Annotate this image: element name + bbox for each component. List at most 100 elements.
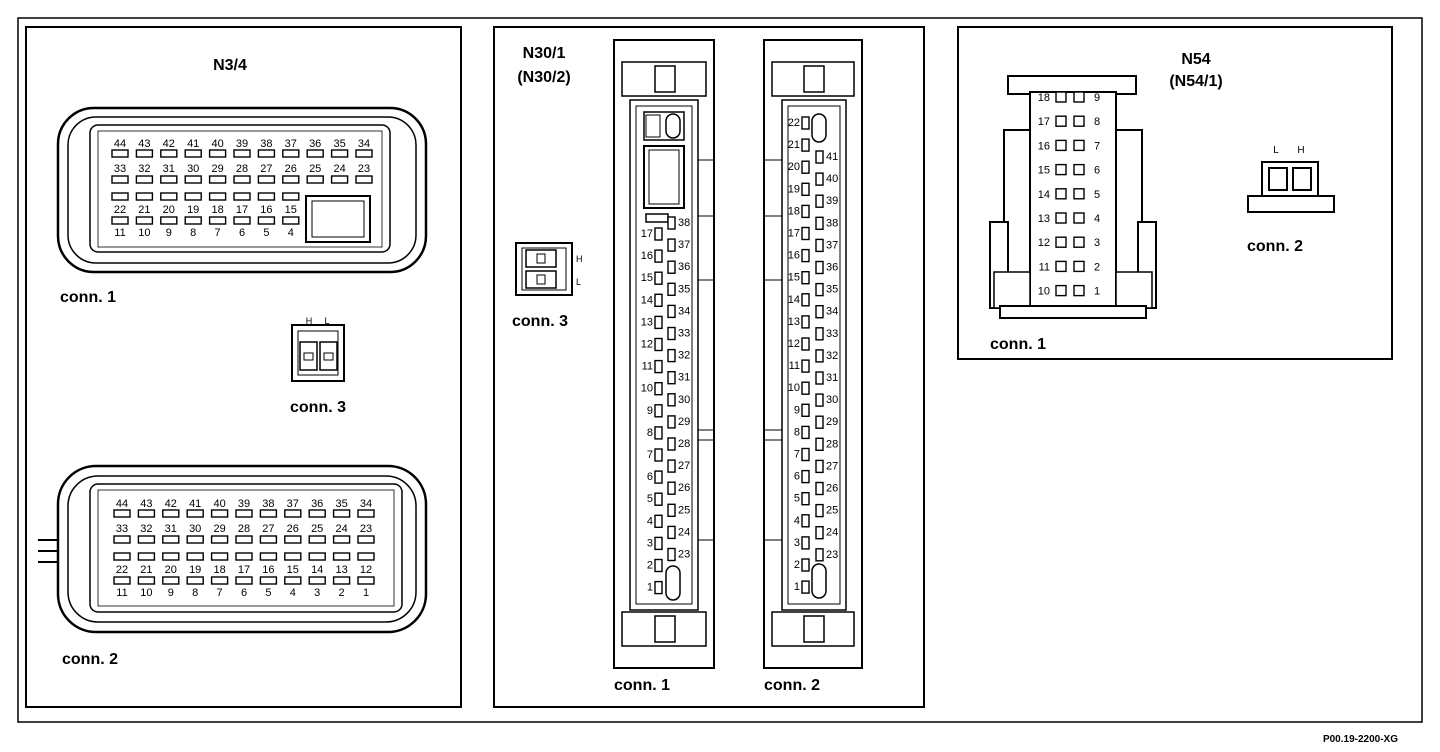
pin-cavity bbox=[306, 175, 324, 184]
pin-number: 18 bbox=[211, 204, 223, 216]
pin-cavity bbox=[801, 492, 810, 506]
pin-number: 9 bbox=[1094, 92, 1100, 104]
pin-cavity bbox=[282, 149, 300, 158]
pin-number: 14 bbox=[788, 294, 800, 306]
pin-number: 14 bbox=[311, 564, 323, 576]
pin-cavity bbox=[162, 576, 180, 585]
pin-cavity bbox=[306, 149, 324, 158]
pin-cavity bbox=[801, 359, 810, 373]
pin-number: 38 bbox=[826, 217, 838, 229]
pin-cavity bbox=[667, 260, 676, 274]
pin-number: 14 bbox=[1038, 189, 1050, 201]
pin-cavity bbox=[257, 149, 276, 158]
pin-number: 12 bbox=[641, 339, 653, 351]
pin-cavity bbox=[667, 415, 676, 429]
pin-cavity bbox=[801, 138, 810, 152]
pin-cavity bbox=[667, 525, 676, 540]
pin-number: 8 bbox=[190, 227, 196, 239]
pin-cavity bbox=[654, 359, 663, 374]
pin-number: 36 bbox=[826, 262, 838, 274]
n30-conn3-pin-l: L bbox=[576, 277, 581, 287]
pin-cavity bbox=[282, 216, 300, 225]
pin-cavity bbox=[654, 382, 663, 396]
pin-number: 26 bbox=[287, 523, 299, 535]
pin-cavity bbox=[1055, 163, 1067, 176]
pin-number: 10 bbox=[641, 383, 653, 395]
pin-cavity bbox=[815, 172, 824, 186]
pin-cavity bbox=[1055, 236, 1067, 248]
pin-cavity bbox=[1055, 115, 1067, 127]
pin-number: 12 bbox=[1038, 237, 1050, 249]
pin-number: 22 bbox=[116, 564, 128, 576]
pin-cavity bbox=[186, 509, 204, 518]
pin-number: 16 bbox=[1038, 140, 1050, 152]
pin-number: 13 bbox=[641, 316, 653, 328]
pin-cavity bbox=[357, 509, 375, 518]
pin-cavity bbox=[186, 576, 204, 585]
pin-number: 17 bbox=[788, 228, 800, 240]
pin-number: 11 bbox=[114, 227, 125, 239]
pin-number: 3 bbox=[1094, 237, 1100, 249]
pin-cavity bbox=[801, 536, 810, 550]
pin-cavity bbox=[284, 552, 302, 561]
pin-number: 22 bbox=[114, 204, 126, 216]
pin-cavity bbox=[654, 315, 663, 330]
pin-cavity bbox=[135, 149, 154, 158]
pin-number: 7 bbox=[794, 449, 800, 461]
pin-number: 25 bbox=[826, 505, 838, 517]
pin-number: 5 bbox=[1094, 189, 1100, 201]
pin-number: 35 bbox=[333, 138, 345, 150]
pin-number: 18 bbox=[788, 205, 800, 217]
pin-cavity bbox=[1055, 188, 1067, 200]
pin-number: 17 bbox=[1038, 116, 1050, 128]
n30-conn1-pins: 1716151413121110987654321383736353433323… bbox=[641, 216, 690, 595]
panel-n54-subtitle: (N54/1) bbox=[1169, 73, 1222, 90]
pin-cavity bbox=[210, 576, 229, 585]
pin-number: 36 bbox=[311, 498, 323, 510]
pin-cavity bbox=[801, 580, 810, 594]
pin-number: 24 bbox=[826, 527, 838, 539]
pin-cavity bbox=[667, 371, 676, 385]
pin-number: 25 bbox=[678, 504, 690, 516]
pin-number: 38 bbox=[678, 217, 690, 229]
pin-cavity bbox=[667, 459, 676, 473]
pin-number: 17 bbox=[236, 204, 248, 216]
pin-cavity bbox=[257, 216, 276, 225]
pin-cavity bbox=[113, 552, 131, 561]
pin-cavity bbox=[355, 175, 373, 184]
pin-number: 23 bbox=[678, 549, 690, 561]
pin-number: 31 bbox=[165, 523, 177, 535]
pin-number: 41 bbox=[189, 498, 201, 510]
pin-number: 21 bbox=[138, 204, 150, 216]
pin-cavity bbox=[210, 535, 229, 544]
pin-cavity bbox=[330, 149, 349, 158]
pin-number: 24 bbox=[335, 523, 347, 535]
pin-cavity bbox=[257, 192, 276, 201]
pin-number: 37 bbox=[678, 239, 690, 251]
pin-cavity bbox=[160, 175, 178, 184]
pin-number: 34 bbox=[358, 138, 370, 150]
pin-number: 32 bbox=[826, 350, 838, 362]
pin-cavity bbox=[801, 182, 810, 197]
pin-number: 31 bbox=[163, 163, 175, 175]
pin-number: 6 bbox=[794, 471, 800, 483]
pin-cavity bbox=[1055, 260, 1067, 273]
pin-number: 9 bbox=[647, 405, 653, 417]
pin-cavity bbox=[667, 547, 676, 562]
pin-number: 39 bbox=[238, 498, 250, 510]
pin-number: 42 bbox=[163, 138, 175, 150]
pin-number: 29 bbox=[678, 416, 690, 428]
panel-n3-4-title: N3/4 bbox=[213, 57, 247, 74]
n54-conn2-pin-l: L bbox=[1273, 145, 1279, 156]
pin-number: 26 bbox=[285, 163, 297, 175]
pin-number: 5 bbox=[794, 493, 800, 505]
pin-cavity bbox=[308, 535, 326, 544]
pin-cavity bbox=[137, 552, 156, 561]
pin-number: 7 bbox=[647, 449, 653, 461]
pin-cavity bbox=[357, 552, 375, 561]
